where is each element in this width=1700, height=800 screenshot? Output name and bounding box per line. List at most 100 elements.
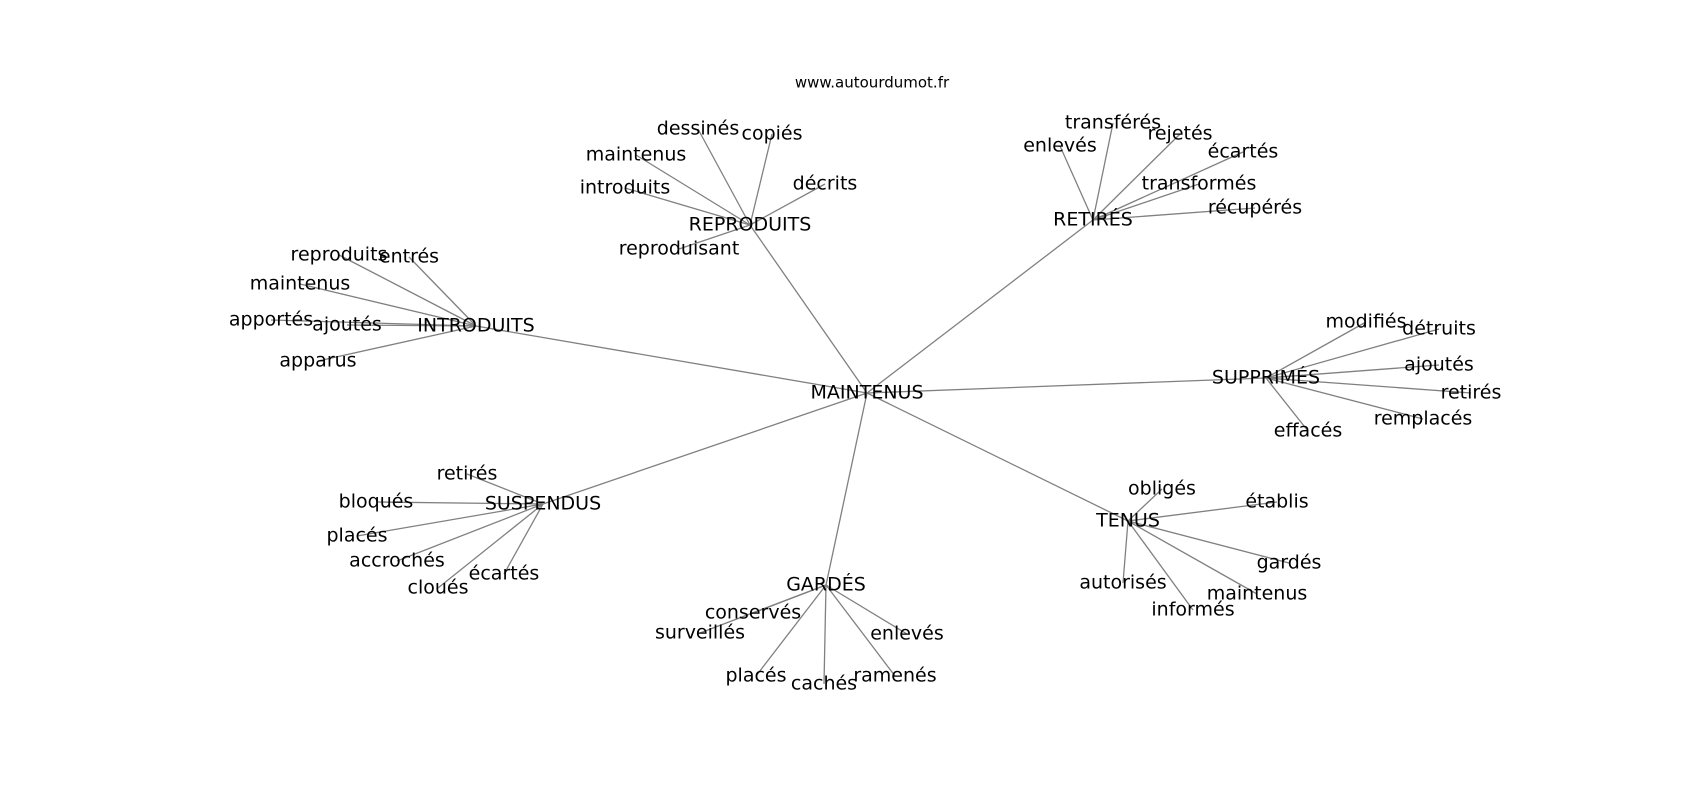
hub-node: RETIRÉS	[1053, 208, 1133, 231]
edge-hub-leaf	[1092, 133, 1181, 221]
leaf-node: conservés	[705, 602, 801, 624]
edge-center-hub	[475, 325, 868, 394]
edge-hub-leaf	[1265, 364, 1440, 379]
edge-hub-leaf	[1265, 377, 1472, 394]
leaf-node: modifiés	[1325, 311, 1406, 333]
leaf-node: apparus	[279, 350, 356, 372]
leaf-node: maintenus	[250, 273, 351, 295]
edge-hub-leaf	[825, 584, 908, 635]
leaf-node: ajoutés	[312, 314, 382, 336]
edge-center-hub	[749, 224, 868, 394]
source-label: www.autourdumot.fr	[795, 74, 950, 92]
leaf-node: reproduits	[291, 244, 388, 266]
edge-hub-leaf	[1265, 377, 1309, 432]
leaf-node: entrés	[379, 246, 439, 268]
leaf-node: dessinés	[657, 118, 739, 140]
edge-hub-leaf	[624, 187, 751, 226]
hub-node: SUPPRIMÉS	[1212, 366, 1320, 389]
hub-node: GARDÉS	[786, 573, 866, 596]
edge-hub-leaf	[338, 254, 477, 327]
leaf-node: accrochés	[349, 550, 445, 572]
leaf-node: ajoutés	[1404, 354, 1474, 376]
hub-node: REPRODUITS	[689, 214, 812, 236]
leaf-node: copiés	[742, 123, 803, 145]
edge-hub-leaf	[346, 324, 477, 327]
leaf-node: retirés	[1441, 382, 1502, 404]
edge-hub-leaf	[1127, 488, 1163, 522]
edge-hub-leaf	[270, 319, 477, 327]
leaf-node: surveillés	[655, 622, 745, 644]
hub-node: INTRODUITS	[417, 315, 534, 337]
edge-hub-leaf	[1127, 520, 1290, 564]
edge-center-hub	[866, 392, 1129, 522]
leaf-node: placés	[725, 665, 786, 687]
leaf-node: autorisés	[1079, 572, 1166, 594]
edge-hub-leaf	[825, 584, 896, 677]
leaf-node: bloqués	[339, 491, 414, 513]
edge-hub-leaf	[375, 501, 544, 505]
edge-hub-leaf	[1127, 520, 1258, 595]
edge-hub-leaf	[755, 584, 827, 677]
leaf-node: enlevés	[870, 623, 944, 645]
edge-hub-leaf	[1092, 207, 1256, 221]
edge-hub-leaf	[1265, 377, 1424, 420]
edge-hub-leaf	[678, 224, 751, 250]
edge-hub-leaf	[749, 183, 826, 226]
leaf-node: retirés	[437, 463, 498, 485]
edge-center-hub	[825, 392, 868, 586]
leaf-node: cloués	[408, 577, 469, 599]
leaf-node: établis	[1245, 491, 1308, 513]
graph-edges	[270, 122, 1472, 685]
edge-hub-leaf	[697, 128, 751, 226]
edge-hub-leaf	[1265, 321, 1367, 379]
edge-center-hub	[542, 392, 868, 505]
edge-center-hub	[866, 377, 1267, 394]
edge-hub-leaf	[1059, 145, 1094, 221]
edge-hub-leaf	[356, 503, 544, 537]
edge-hub-leaf	[1127, 520, 1194, 611]
edge-hub-leaf	[437, 503, 544, 589]
leaf-node: rejetés	[1147, 123, 1212, 145]
leaf-node: apportés	[229, 309, 313, 331]
edge-hub-leaf	[503, 503, 544, 575]
leaf-node: récupérés	[1208, 197, 1302, 219]
center-node: MAINTENUS	[811, 382, 924, 404]
leaf-node: détruits	[1402, 318, 1476, 340]
leaf-node: reproduisant	[619, 238, 740, 260]
leaf-node: ramenés	[853, 665, 936, 687]
leaf-node: gardés	[1257, 552, 1322, 574]
leaf-node: obligés	[1128, 478, 1196, 500]
hub-node: TENUS	[1095, 510, 1160, 532]
leaf-node: écartés	[1208, 141, 1279, 163]
edge-center-hub	[866, 219, 1094, 394]
leaf-node: transférés	[1065, 112, 1161, 134]
edge-hub-leaf	[299, 283, 477, 327]
leaf-node: écartés	[469, 563, 540, 585]
edge-hub-leaf	[823, 584, 827, 685]
edge-hub-leaf	[749, 133, 773, 226]
leaf-node: remplacés	[1374, 408, 1473, 430]
edge-hub-leaf	[699, 584, 827, 634]
leaf-node: transformés	[1142, 173, 1257, 195]
leaf-node: effacés	[1274, 420, 1342, 442]
edge-hub-leaf	[1092, 122, 1114, 221]
leaf-node: cachés	[791, 673, 857, 695]
edge-hub-leaf	[1265, 328, 1440, 379]
edge-hub-leaf	[1122, 520, 1129, 584]
edge-hub-leaf	[396, 503, 544, 562]
edge-hub-leaf	[1092, 151, 1244, 221]
leaf-node: enlevés	[1023, 135, 1097, 157]
edge-hub-leaf	[1127, 501, 1278, 522]
edge-hub-leaf	[466, 473, 544, 505]
leaf-node: maintenus	[586, 144, 687, 166]
edge-hub-leaf	[317, 325, 477, 362]
leaf-node: informés	[1151, 599, 1234, 621]
edge-hub-leaf	[408, 256, 477, 327]
leaf-node: introduits	[580, 177, 671, 199]
edge-hub-leaf	[1092, 183, 1200, 221]
leaf-node: placés	[326, 525, 387, 547]
leaf-node: maintenus	[1207, 583, 1308, 605]
leaf-node: décrits	[793, 173, 858, 195]
hub-node: SUSPENDUS	[485, 493, 601, 515]
